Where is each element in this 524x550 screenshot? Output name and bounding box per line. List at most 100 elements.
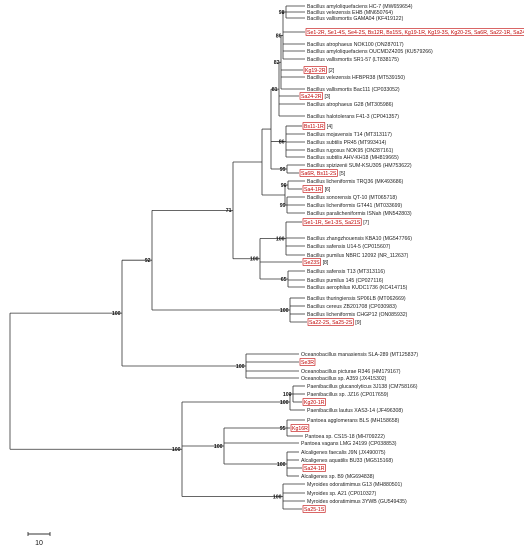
reference-strain-label: Paenibacillus glucanolyticus 3J138 (CM75… [307,384,418,390]
reference-strain-label: Paenibacillus lautus XAS3-14 (JF496308) [307,408,403,414]
isolate-label: Kg20-1R [304,400,325,406]
reference-strain-label: Bacillus atrophaeus G28 (MT305986) [307,102,393,108]
bootstrap-value: 100 [273,494,282,500]
bootstrap-value: 98 [279,10,285,16]
cluster-number: [3] [324,94,330,100]
reference-strain-label: Bacillus aerophilus KUDC1736 (KC414715) [307,285,408,291]
reference-strain-label: Pantoea sp. CS15-18 (MH709222) [305,434,385,440]
isolate-highlight-box [303,66,327,74]
reference-strain-label: Bacillus sonorensis QT-10 (MT065718) [307,195,397,201]
cluster-number: [4] [327,124,333,130]
bootstrap-value: 71 [226,208,232,214]
bootstrap-value: 100 [280,308,289,314]
isolate-highlight-box [302,122,326,130]
bootstrap-value: 92 [145,258,151,264]
reference-strain-label: Bacillus amyloliquefaciens OUCMDZ4205 (K… [307,49,433,55]
bootstrap-value: 100 [172,447,181,453]
cluster-number: [7] [363,220,369,226]
bootstrap-value: 100 [236,364,245,370]
reference-strain-label: Bacillus vallismortis SR1-57 (LT838175) [307,57,399,63]
bootstrap-value: 100 [283,392,292,398]
isolate-highlight-box [290,424,310,432]
scale-bar-label: 10 [35,540,43,547]
reference-strain-label: Alcaligenes sp. B9 (MG694838) [301,474,375,480]
reference-strain-label: Bacillus licheniformis GT441 (MT033699) [307,203,402,209]
isolate-highlight-box [299,358,316,366]
reference-strain-label: Bacillus vallismortis GAMA04 (KF419122) [307,16,404,22]
reference-strain-label: Bacillus safensis T13 (MT313116) [307,269,385,275]
reference-strain-label: Alcaligenes faecalis J9N (JX490075) [301,450,386,456]
reference-strain-label: Alcaligenes aquatilis BU33 (MG515168) [301,458,393,464]
isolate-label: Se1-1R, Se1-3S, Sa21S [304,220,361,226]
isolate-highlight-box [302,258,321,266]
bootstrap-value: 99 [280,167,286,173]
bootstrap-value: 100 [112,311,121,317]
bootstrap-value: 99 [280,203,286,209]
reference-strain-label: Bacillus velezensis HFBPR38 (MT539150) [307,75,405,81]
reference-strain-label: Oceanobacillus sp. A359 (JX415302) [301,376,387,382]
bootstrap-value: 86 [279,139,285,145]
reference-strain-label: Bacillus atrophaeus NOK100 (ON287017) [307,42,404,48]
isolate-label: Se1-2R, Se1-4S, Se4-2S, Bs12R, Bs15S, Kg… [307,30,524,36]
isolate-highlight-box [302,505,326,513]
bootstrap-value: 95 [280,426,286,432]
isolate-label: Bs11-1R [304,124,324,130]
isolate-label: Sa22-2S, Sa25-2S [309,320,353,326]
reference-strain-label: Paenibacillus sp. JZ16 (CP017659) [307,392,389,398]
isolate-highlight-box [302,218,362,226]
reference-strain-label: Bacillus amyloliquefaciens HC-7 (MW65965… [307,4,413,10]
bootstrap-value: 100 [250,257,259,263]
reference-strain-label: Bacillus pumilus NBRC 12092 (NR_112637) [307,253,409,259]
reference-strain-label: Bacillus rugosus NOK95 (ON287161) [307,148,393,154]
reference-strain-label: Bacillus velezensis EHB (MN650764) [307,10,393,16]
bootstrap-value: 100 [277,462,286,468]
isolate-highlight-box [302,464,326,472]
cluster-number: [2] [328,68,334,74]
isolate-label: Sa24-2R [301,94,322,100]
bootstrap-value: 100 [214,444,223,450]
isolate-highlight-box [299,169,338,177]
cluster-number: [6] [325,187,331,193]
reference-strain-label: Bacillus subtilis AHV-KH18 (MH819665) [307,155,399,161]
isolate-highlight-box [302,185,323,193]
isolate-label: Sa6R, Bs11-2S [301,171,337,177]
reference-strain-label: Bacillus paralicheniformis ISNah (MN5428… [307,211,412,217]
reference-strain-label: Bacillus spizizenii SUM-KSU305 (HM753622… [307,163,412,169]
bootstrap-value: 86 [276,33,282,39]
isolate-highlight-box [307,318,354,326]
bootstrap-value: 100 [280,400,289,406]
isolate-highlight-box [302,398,326,406]
reference-strain-label: Myroides odoratimimus 3YWB (GU549435) [307,499,407,505]
reference-strain-label: Bacillus pumilus 145 (CP027116) [307,278,384,284]
reference-strain-label: Bacillus vallismortis Bac111 (CP033052) [307,87,400,93]
reference-strain-label: Myroides odoratimimus G13 (MH880501) [307,482,402,488]
reference-strain-label: Pantoea agglomerans BLS (MH158658) [307,418,400,424]
isolate-highlight-box [299,92,323,100]
reference-strain-label: Bacillus subtilis PR45 (MT993414) [307,140,387,146]
reference-strain-label: Pantoea vagans LMG 24199 (CP038853) [301,441,397,447]
bootstrap-value: 96 [281,183,287,189]
cluster-number: [9] [355,320,361,326]
reference-strain-label: Bacillus cereus ZB201708 (CP030983) [307,304,397,310]
cluster-number: [5] [339,171,345,177]
reference-strain-label: Oceanobacillus picturae R346 (HM179167) [301,369,401,375]
reference-strain-label: Bacillus halotolerans F41-3 (CP041357) [307,114,399,120]
reference-strain-label: Bacillus licheniformis CHGP12 (ON085932) [307,312,408,318]
isolate-label: Se23S [304,260,320,266]
cluster-number: [8] [323,260,329,266]
bootstrap-value: 81 [272,87,278,93]
reference-strain-label: Bacillus safensis U14-5 (CP015607) [307,244,391,250]
reference-strain-label: Bacillus mojavensis T14 (MT313117) [307,132,392,138]
reference-strain-label: Bacillus zhangzhouensis KBA10 (MG547766) [307,236,412,242]
reference-strain-label: Bacillus licheniformis TRQ36 (MK493686) [307,179,403,185]
reference-strain-label: Bacillus thuringiensis SP06LB (MT062669) [307,296,406,302]
bootstrap-value: 82 [274,60,280,66]
isolate-label: Sa25-1S [304,507,325,513]
isolate-label: Se3R [301,360,314,366]
reference-strain-label: Myroides sp. A21 (CP010327) [307,491,376,497]
isolate-label: Sa4-1R [304,187,322,193]
reference-strain-label: Oceanobacillus manasiensis SLA-289 (MT12… [301,352,418,358]
isolate-label: Kg19-2R [305,68,326,74]
isolate-label: Kg16R [292,426,308,432]
